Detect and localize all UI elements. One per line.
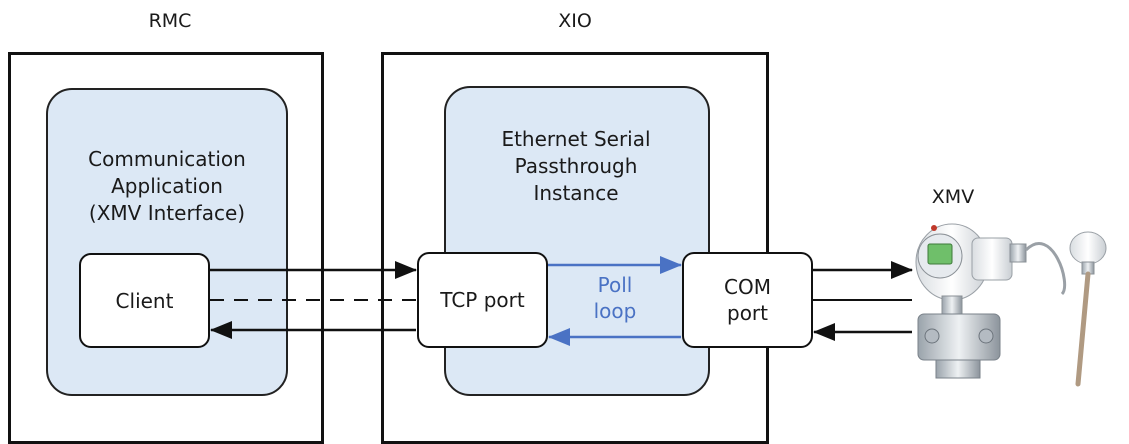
poll-loop-label: Poll loop	[593, 273, 637, 323]
ethernet-serial-passthrough-panel	[444, 86, 710, 396]
communication-application-label: Communication Application (XMV Interface…	[88, 147, 246, 225]
xmv-transmitter-icon	[915, 223, 1107, 387]
ethernet-serial-passthrough-label: Ethernet Serial Passthrough Instance	[501, 127, 651, 205]
xmv-title: XMV	[931, 186, 975, 208]
xio-title: XIO	[558, 10, 592, 32]
tcp-port-box: TCP port	[417, 252, 548, 348]
rmc-title: RMC	[148, 10, 192, 32]
com-port-line2: port	[727, 301, 768, 325]
com-port-line1: COM	[724, 275, 771, 299]
client-box: Client	[79, 253, 210, 348]
com-port-box: COM port	[682, 252, 813, 348]
connector-layer	[210, 256, 913, 346]
